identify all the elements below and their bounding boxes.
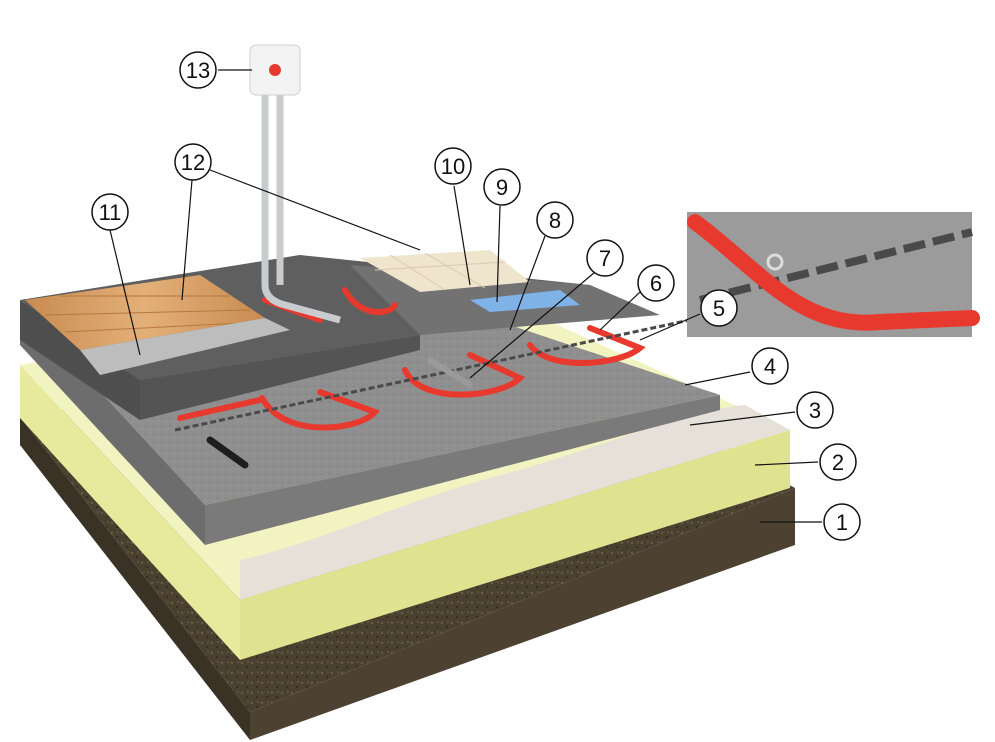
svg-text:11: 11 bbox=[99, 200, 122, 225]
callout-13: 13 bbox=[179, 51, 217, 89]
callout-12: 12 bbox=[174, 143, 212, 181]
svg-text:3: 3 bbox=[809, 398, 821, 423]
callout-5: 5 bbox=[700, 289, 738, 327]
svg-text:1: 1 bbox=[836, 510, 848, 535]
wood-flooring bbox=[25, 275, 290, 375]
callout-10: 10 bbox=[434, 147, 472, 185]
mounting-tape bbox=[174, 318, 691, 432]
callout-circles: 1 2 3 4 5 6 7 8 9 10 11 12 13 bbox=[91, 51, 861, 541]
callout-4: 4 bbox=[751, 347, 789, 385]
leader-lines bbox=[109, 69, 822, 523]
svg-text:12: 12 bbox=[181, 150, 205, 175]
svg-text:9: 9 bbox=[496, 175, 508, 200]
callout-11: 11 bbox=[91, 193, 129, 231]
svg-text:4: 4 bbox=[764, 354, 776, 379]
thermostat bbox=[249, 44, 341, 324]
callout-2: 2 bbox=[819, 443, 857, 481]
svg-text:7: 7 bbox=[599, 246, 611, 271]
svg-text:5: 5 bbox=[713, 296, 725, 321]
callout-6: 6 bbox=[637, 264, 675, 302]
callout-9: 9 bbox=[483, 168, 521, 206]
ceramic-tile bbox=[360, 250, 580, 312]
svg-text:2: 2 bbox=[832, 450, 844, 475]
svg-text:6: 6 bbox=[650, 271, 662, 296]
temperature-sensor bbox=[427, 357, 473, 388]
svg-text:8: 8 bbox=[549, 208, 561, 233]
svg-text:10: 10 bbox=[441, 154, 465, 179]
cold-lead-cable bbox=[206, 436, 249, 469]
callout-1: 1 bbox=[823, 503, 861, 541]
heating-cable bbox=[177, 287, 646, 431]
callout-7: 7 bbox=[586, 239, 624, 277]
callout-3: 3 bbox=[796, 391, 834, 429]
vapor-barrier-film bbox=[240, 405, 790, 600]
svg-text:13: 13 bbox=[186, 58, 210, 83]
callout-8: 8 bbox=[536, 201, 574, 239]
